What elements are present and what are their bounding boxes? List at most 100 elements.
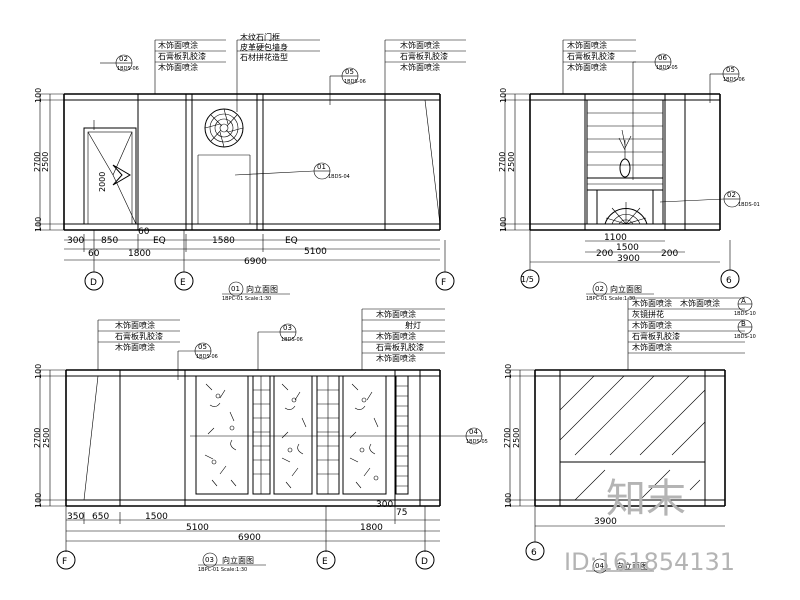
svg-text:06: 06 xyxy=(658,54,667,62)
elevation-2-tag-1[interactable]: 06 1BDS-05 xyxy=(632,53,678,180)
mirror-glass-panel xyxy=(559,375,706,501)
svg-text:02: 02 xyxy=(727,191,736,199)
elevation-3-tag-1[interactable]: 05 1BDS-06 xyxy=(177,342,218,380)
elevation-3: 木饰面喷涂 石膏板乳胶漆 木饰面喷涂 木饰面喷涂 射灯 木饰面喷涂 石膏板乳胶漆… xyxy=(33,308,488,573)
svg-text:EQ: EQ xyxy=(153,236,166,246)
callout-text: 皮革硬包墙身 xyxy=(240,42,288,52)
axis-label: D xyxy=(90,278,97,288)
svg-text:石膏板乳胶漆: 石膏板乳胶漆 xyxy=(632,331,680,341)
svg-text:向立面图: 向立面图 xyxy=(246,284,278,294)
elevation-1-axes: D E F xyxy=(84,230,455,291)
elevation-3-height-dims: 100 2700 2500 100 xyxy=(33,364,66,508)
svg-text:石膏板乳胶漆: 石膏板乳胶漆 xyxy=(376,342,424,352)
svg-text:2500: 2500 xyxy=(507,152,516,172)
elevation-4-callouts: 木饰面喷涂 木饰面喷涂 灰镜拼花 木饰面喷涂 石膏板乳胶漆 木饰面喷涂 xyxy=(627,297,745,370)
svg-text:05: 05 xyxy=(726,66,735,74)
svg-text:A: A xyxy=(741,297,746,305)
svg-text:1BPC-01 Scale:1:30: 1BPC-01 Scale:1:30 xyxy=(222,296,271,302)
svg-text:300: 300 xyxy=(67,236,84,246)
elevation-1-tag-1[interactable]: 02 1BDS-06 xyxy=(100,54,139,72)
svg-text:向立面图: 向立面图 xyxy=(616,561,648,571)
svg-text:石膏板乳胶漆: 石膏板乳胶漆 xyxy=(567,51,615,61)
svg-text:2700: 2700 xyxy=(503,428,512,448)
elevation-1-door: 2000 xyxy=(83,120,137,225)
callout-text: 木饰面喷涂 xyxy=(400,40,440,50)
vase-icon xyxy=(618,129,632,178)
svg-text:850: 850 xyxy=(101,236,118,246)
callout-text: 木饰面喷涂 xyxy=(400,62,440,72)
fireplace-niche xyxy=(586,99,664,225)
svg-text:1BPC-01 Scale:1:30: 1BPC-01 Scale:1:30 xyxy=(586,296,635,302)
svg-text:2700: 2700 xyxy=(33,152,42,172)
svg-text:02: 02 xyxy=(119,55,128,63)
svg-text:100: 100 xyxy=(499,88,508,103)
carved-screen-panels xyxy=(195,375,409,495)
svg-text:100: 100 xyxy=(34,364,43,379)
elevation-2-callouts: 木饰面喷涂 石膏板乳胶漆 木饰面喷涂 xyxy=(562,39,636,94)
axis-label: F xyxy=(441,278,446,288)
svg-text:100: 100 xyxy=(34,88,43,103)
svg-text:02: 02 xyxy=(595,285,604,293)
svg-text:6900: 6900 xyxy=(238,533,261,543)
elevation-4-width-dims: 3900 xyxy=(535,517,725,527)
svg-text:100: 100 xyxy=(34,493,43,508)
svg-text:2500: 2500 xyxy=(512,428,521,448)
svg-text:5100: 5100 xyxy=(186,523,209,533)
callout-text: 木饰面喷涂 xyxy=(158,40,198,50)
svg-text:5100: 5100 xyxy=(304,247,327,257)
svg-text:2500: 2500 xyxy=(41,152,50,172)
elevation-1: 木饰面喷涂 石膏板乳胶漆 木饰面喷涂 木纹石门框 皮革硬包墙身 石材拼花造型 木… xyxy=(33,32,466,302)
elevation-2: 木饰面喷涂 石膏板乳胶漆 木饰面喷涂 06 1BDS-05 05 1BDS-06… xyxy=(498,39,760,302)
elevation-4-tag-b[interactable]: B 1BDS-10 xyxy=(734,319,756,340)
svg-text:木饰面喷涂: 木饰面喷涂 xyxy=(632,342,672,352)
svg-text:100: 100 xyxy=(504,364,513,379)
elevation-4-title: 04 向立面图 xyxy=(586,558,654,574)
svg-text:1BDS-10: 1BDS-10 xyxy=(734,334,756,340)
elevation-4-wall xyxy=(534,369,726,507)
svg-text:1BDS-04: 1BDS-04 xyxy=(328,174,350,180)
svg-text:200: 200 xyxy=(596,249,613,259)
svg-text:1BDS-01: 1BDS-01 xyxy=(738,202,760,208)
svg-text:木饰面喷涂: 木饰面喷涂 xyxy=(567,62,607,72)
svg-text:灰镜拼花: 灰镜拼花 xyxy=(632,309,664,319)
svg-text:1100: 1100 xyxy=(604,233,627,243)
svg-text:6: 6 xyxy=(726,276,732,286)
svg-text:木饰面喷涂: 木饰面喷涂 xyxy=(680,298,720,308)
svg-text:EQ: EQ xyxy=(285,236,298,246)
svg-text:1/5: 1/5 xyxy=(521,275,534,284)
svg-text:200: 200 xyxy=(661,249,678,259)
callout-text: 石膏板乳胶漆 xyxy=(400,51,448,61)
elevation-1-height-dims: 100 2700 2500 100 xyxy=(33,88,64,232)
elevation-2-height-dims: 100 2700 2500 100 xyxy=(498,88,530,232)
svg-text:01: 01 xyxy=(231,285,240,293)
elevation-2-axes: 1/5 6 xyxy=(520,230,740,289)
svg-text:03: 03 xyxy=(205,556,214,564)
svg-text:E: E xyxy=(322,557,328,567)
elevation-4-tag-a[interactable]: A 1BDS-10 xyxy=(734,296,756,317)
svg-text:1800: 1800 xyxy=(360,523,383,533)
svg-text:1BDS-06: 1BDS-06 xyxy=(344,79,366,85)
svg-text:04: 04 xyxy=(469,428,478,436)
elevation-1-tag-2[interactable]: 05 1BDS-06 xyxy=(329,67,366,105)
svg-text:1BDS-10: 1BDS-10 xyxy=(734,311,756,317)
svg-text:木饰面喷涂: 木饰面喷涂 xyxy=(632,320,672,330)
elevation-2-tag-2[interactable]: 05 1BDS-06 xyxy=(709,65,745,103)
elevation-3-tag-2[interactable]: 03 1BDS-06 xyxy=(257,323,303,370)
svg-text:木饰面喷涂: 木饰面喷涂 xyxy=(115,342,155,352)
svg-text:1BDS-06: 1BDS-06 xyxy=(196,354,218,360)
callout-text: 石材拼花造型 xyxy=(240,52,288,62)
svg-text:03: 03 xyxy=(283,324,292,332)
watermark: 知末 ID:161854131 xyxy=(564,476,735,576)
callout-text: 木纹石门框 xyxy=(240,32,280,42)
svg-text:1500: 1500 xyxy=(616,243,639,253)
svg-text:6: 6 xyxy=(531,548,537,558)
svg-text:100: 100 xyxy=(504,493,513,508)
svg-text:01: 01 xyxy=(317,163,326,171)
callout-text: 石膏板乳胶漆 xyxy=(158,51,206,61)
elevation-1-tag-3[interactable]: 01 1BDS-04 xyxy=(234,162,350,180)
elevation-2-tag-3[interactable]: 02 1BDS-01 xyxy=(659,190,760,208)
svg-text:100: 100 xyxy=(34,217,43,232)
svg-text:1BDS-06: 1BDS-06 xyxy=(723,77,745,83)
svg-text:木饰面喷涂: 木饰面喷涂 xyxy=(567,40,607,50)
